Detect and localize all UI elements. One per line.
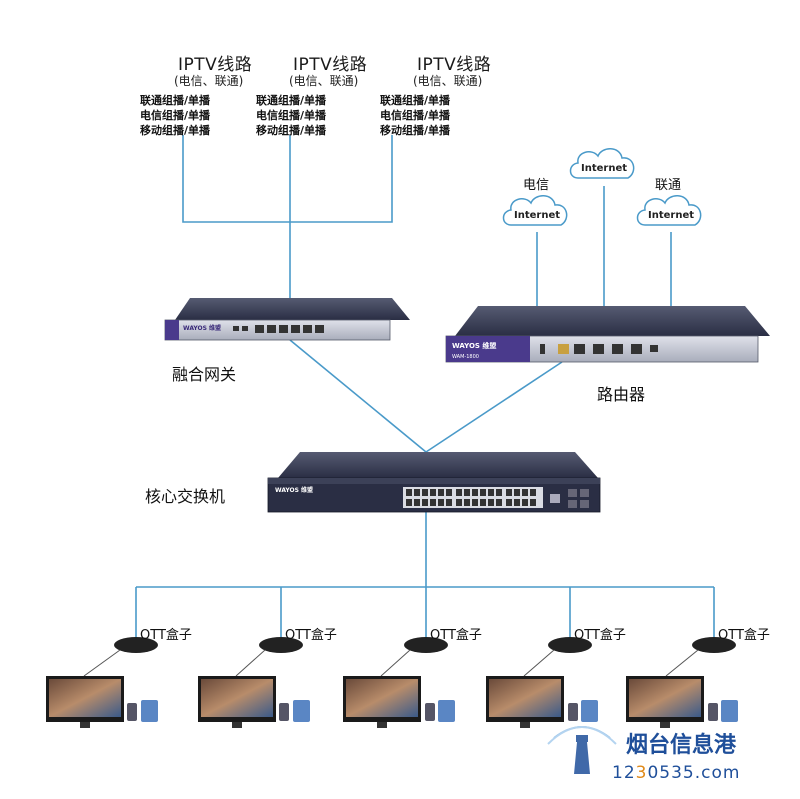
ott-set-4 xyxy=(486,637,598,728)
iptv-link-1 xyxy=(182,135,290,223)
isp-label-telecom: 电信 xyxy=(523,178,550,193)
iptv-line-3-2: 电信组播/单播 xyxy=(380,109,451,122)
watermark-text: 烟台信息港 xyxy=(626,733,737,758)
ott-label-1: OTT盒子 xyxy=(140,628,192,643)
iptv-line-2-2: 电信组播/单播 xyxy=(256,109,327,122)
iptv-line-2-3: 移动组播/单播 xyxy=(256,124,327,137)
iptv-link-3 xyxy=(290,135,393,223)
iptv-title-1: IPTV线路 xyxy=(178,55,253,75)
iptv-line-1-1: 联通组播/单播 xyxy=(140,94,211,107)
router-ports xyxy=(540,344,658,354)
cloud-label-top: Internet xyxy=(581,163,627,174)
iptv-line-3-3: 移动组播/单播 xyxy=(380,124,451,137)
router-brand: WAYOS 维盟 xyxy=(452,341,496,350)
internet-cloud-unicom xyxy=(636,195,702,226)
iptv-line-2-1: 联通组播/单播 xyxy=(256,94,327,107)
ott-set-3 xyxy=(343,637,455,728)
iptv-line-3-1: 联通组播/单播 xyxy=(380,94,451,107)
connection-lines xyxy=(135,135,715,640)
ott-set-5 xyxy=(626,637,738,728)
cloud-label-telecom: Internet xyxy=(514,210,560,221)
watermark-url-mid: 3 xyxy=(635,763,648,783)
gateway-ports xyxy=(233,325,324,333)
iptv-subtitle-3: (电信、联通) xyxy=(413,74,483,88)
router-switch-link xyxy=(425,361,563,453)
ott-label-5: OTT盒子 xyxy=(718,628,770,643)
watermark-url-prefix: 12 xyxy=(612,763,636,783)
watermark-url-suffix: 0535.com xyxy=(647,763,741,783)
switch-port-grid xyxy=(406,489,589,508)
gateway-switch-link xyxy=(289,339,427,453)
gateway-label: 融合网关 xyxy=(172,365,237,384)
iptv-subtitle-1: (电信、联通) xyxy=(174,74,244,88)
gateway-device: WAYOS 维盟 xyxy=(164,298,410,341)
ott-label-2: OTT盒子 xyxy=(285,628,337,643)
ott-label-3: OTT盒子 xyxy=(430,628,482,643)
iptv-line-1-2: 电信组播/单播 xyxy=(140,109,211,122)
watermark-url: 1230535.com xyxy=(612,763,740,783)
gateway-brand: WAYOS 维盟 xyxy=(183,324,221,332)
lighthouse-icon xyxy=(547,726,617,774)
iptv-title-3: IPTV线路 xyxy=(417,55,492,75)
core-switch-device: WAYOS 维盟 xyxy=(267,452,601,513)
iptv-title-2: IPTV线路 xyxy=(293,55,368,75)
internet-cloud-top xyxy=(569,148,635,179)
iptv-line-1-3: 移动组播/单播 xyxy=(140,124,211,137)
router-model: WAM-1800 xyxy=(452,354,479,360)
ott-set-2 xyxy=(198,637,310,728)
iptv-subtitle-2: (电信、联通) xyxy=(289,74,359,88)
switch-brand: WAYOS 维盟 xyxy=(275,486,313,494)
router-label: 路由器 xyxy=(597,385,646,404)
ott-label-4: OTT盒子 xyxy=(574,628,626,643)
ott-set-1 xyxy=(46,637,158,728)
internet-cloud-telecom xyxy=(502,195,568,226)
core-switch-label: 核心交换机 xyxy=(145,487,226,506)
cloud-label-unicom: Internet xyxy=(648,210,694,221)
isp-label-unicom: 联通 xyxy=(655,178,682,193)
router-device: WAYOS 维盟 WAM-1800 xyxy=(445,306,770,363)
